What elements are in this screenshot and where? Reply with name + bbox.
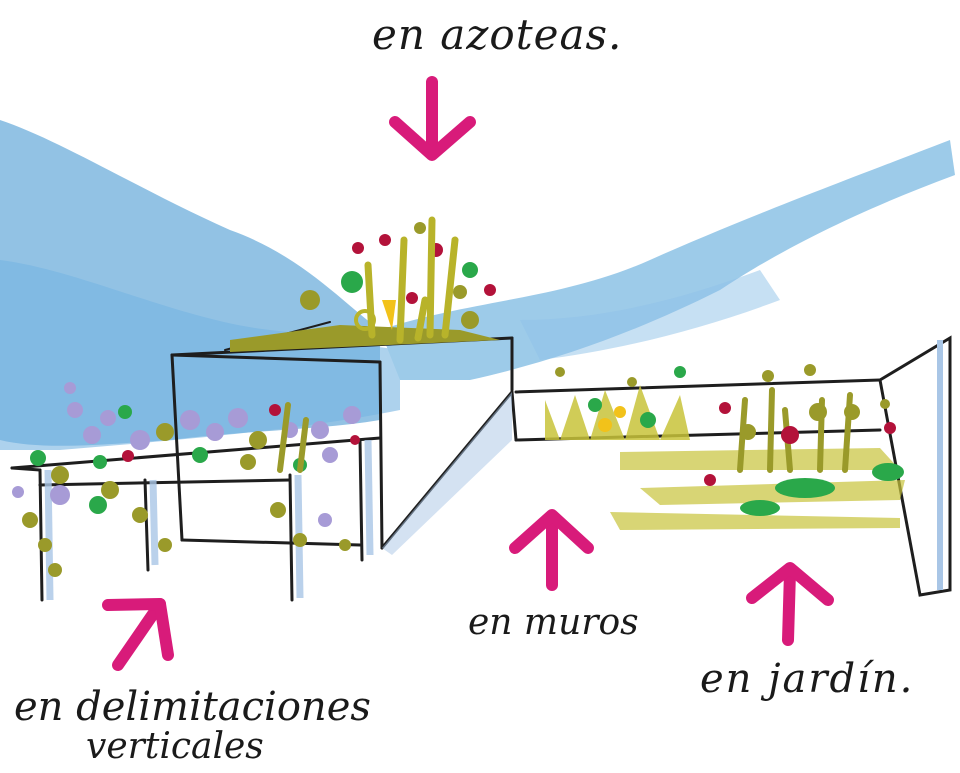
- label-vertical-line1: en delimitaciones: [14, 684, 371, 730]
- arrow-garden-icon: [746, 562, 834, 646]
- rooftop-plants: [230, 216, 500, 352]
- right-panel: [878, 335, 952, 597]
- label-walls: en muros: [468, 602, 639, 643]
- garden-plants: [610, 364, 905, 530]
- arrow-vertical-icon: [102, 598, 174, 671]
- label-garden: en jardín.: [700, 656, 915, 702]
- pergola-plants: [12, 382, 361, 577]
- building-shadow: [382, 392, 512, 555]
- wall-plants: [545, 366, 690, 440]
- label-roofs: en azoteas.: [372, 10, 623, 59]
- sky-wash: [0, 120, 955, 450]
- arrow-walls-icon: [509, 509, 594, 591]
- arrow-roofs-icon: [389, 76, 476, 161]
- label-vertical-line2: verticales: [86, 726, 264, 767]
